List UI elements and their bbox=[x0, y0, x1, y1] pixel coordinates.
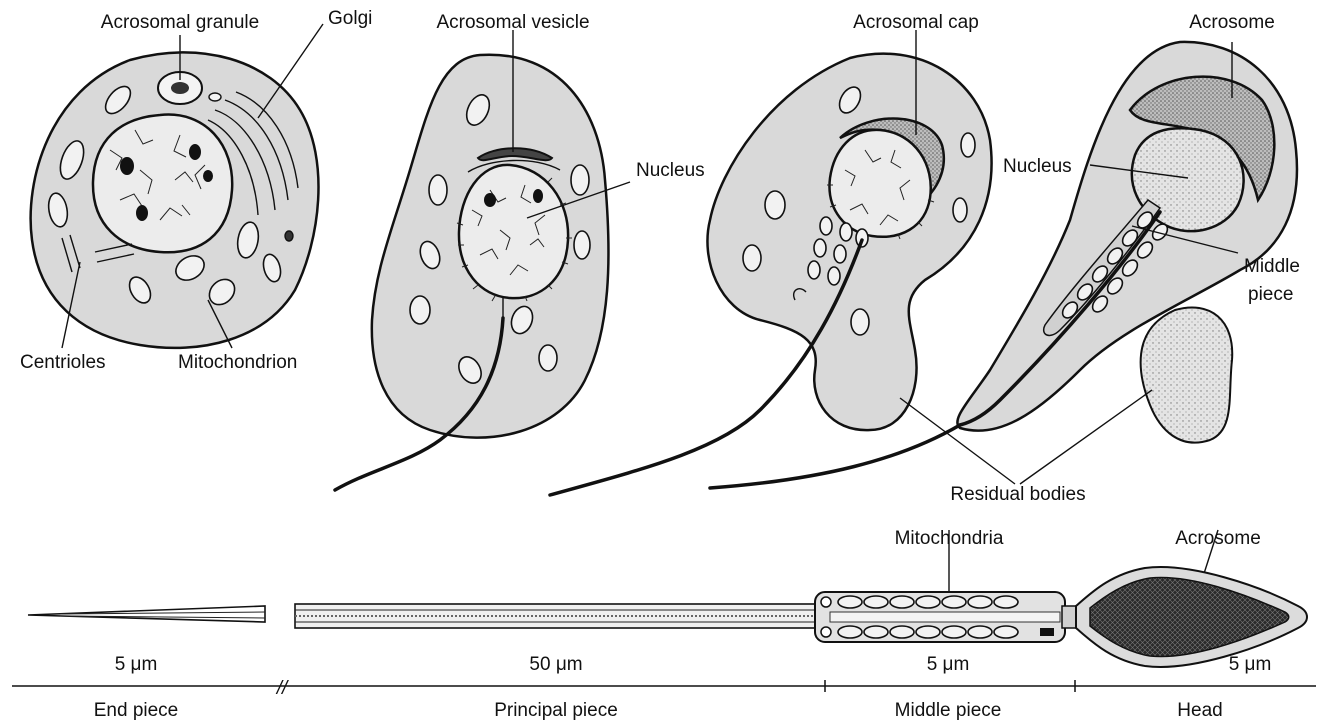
mature-spermatozoon bbox=[28, 567, 1307, 667]
spermatid-cell-3 bbox=[550, 54, 992, 495]
label-acrosome-top: Acrosome bbox=[1189, 12, 1275, 33]
label-centrioles: Centrioles bbox=[20, 352, 106, 373]
principal-piece-segment bbox=[295, 604, 815, 628]
label-golgi: Golgi bbox=[328, 8, 372, 29]
label-principal-piece: Principal piece bbox=[494, 700, 618, 721]
nucleus-cell-1 bbox=[93, 115, 232, 253]
middle-piece-segment bbox=[815, 592, 1076, 642]
label-mitochondria: Mitochondria bbox=[895, 528, 1004, 549]
scale-bar bbox=[12, 680, 1316, 692]
dim-end-piece: 5 μm bbox=[115, 654, 158, 675]
dim-principal-piece: 50 μm bbox=[529, 654, 582, 675]
label-end-piece: End piece bbox=[94, 700, 179, 721]
residual-body bbox=[1141, 307, 1233, 442]
flagellum-cell-4 bbox=[710, 425, 960, 488]
label-residual-bodies: Residual bodies bbox=[950, 484, 1085, 505]
label-mitochondrion: Mitochondrion bbox=[178, 352, 297, 373]
nucleus-cell-3 bbox=[829, 130, 930, 237]
label-acrosome-bottom: Acrosome bbox=[1175, 528, 1261, 549]
label-acrosomal-granule: Acrosomal granule bbox=[101, 12, 259, 33]
label-nucleus-1: Nucleus bbox=[636, 160, 705, 181]
label-middle-piece-line2: piece bbox=[1248, 284, 1293, 305]
label-nucleus-2: Nucleus bbox=[1003, 156, 1072, 177]
label-acrosomal-vesicle: Acrosomal vesicle bbox=[436, 12, 589, 33]
scale-break-mark: // bbox=[275, 678, 289, 699]
label-middle-piece-line1: Middle bbox=[1244, 256, 1300, 277]
spermatid-cell-2 bbox=[335, 55, 608, 490]
spermatid-cell-1 bbox=[31, 52, 319, 348]
head-segment bbox=[1076, 567, 1307, 667]
label-middle-piece-bottom: Middle piece bbox=[895, 700, 1002, 721]
label-head: Head bbox=[1177, 700, 1222, 721]
dim-head: 5 μm bbox=[1229, 654, 1272, 675]
label-acrosomal-cap: Acrosomal cap bbox=[853, 12, 979, 33]
acrosomal-granule bbox=[171, 82, 189, 94]
dim-middle-piece: 5 μm bbox=[927, 654, 970, 675]
